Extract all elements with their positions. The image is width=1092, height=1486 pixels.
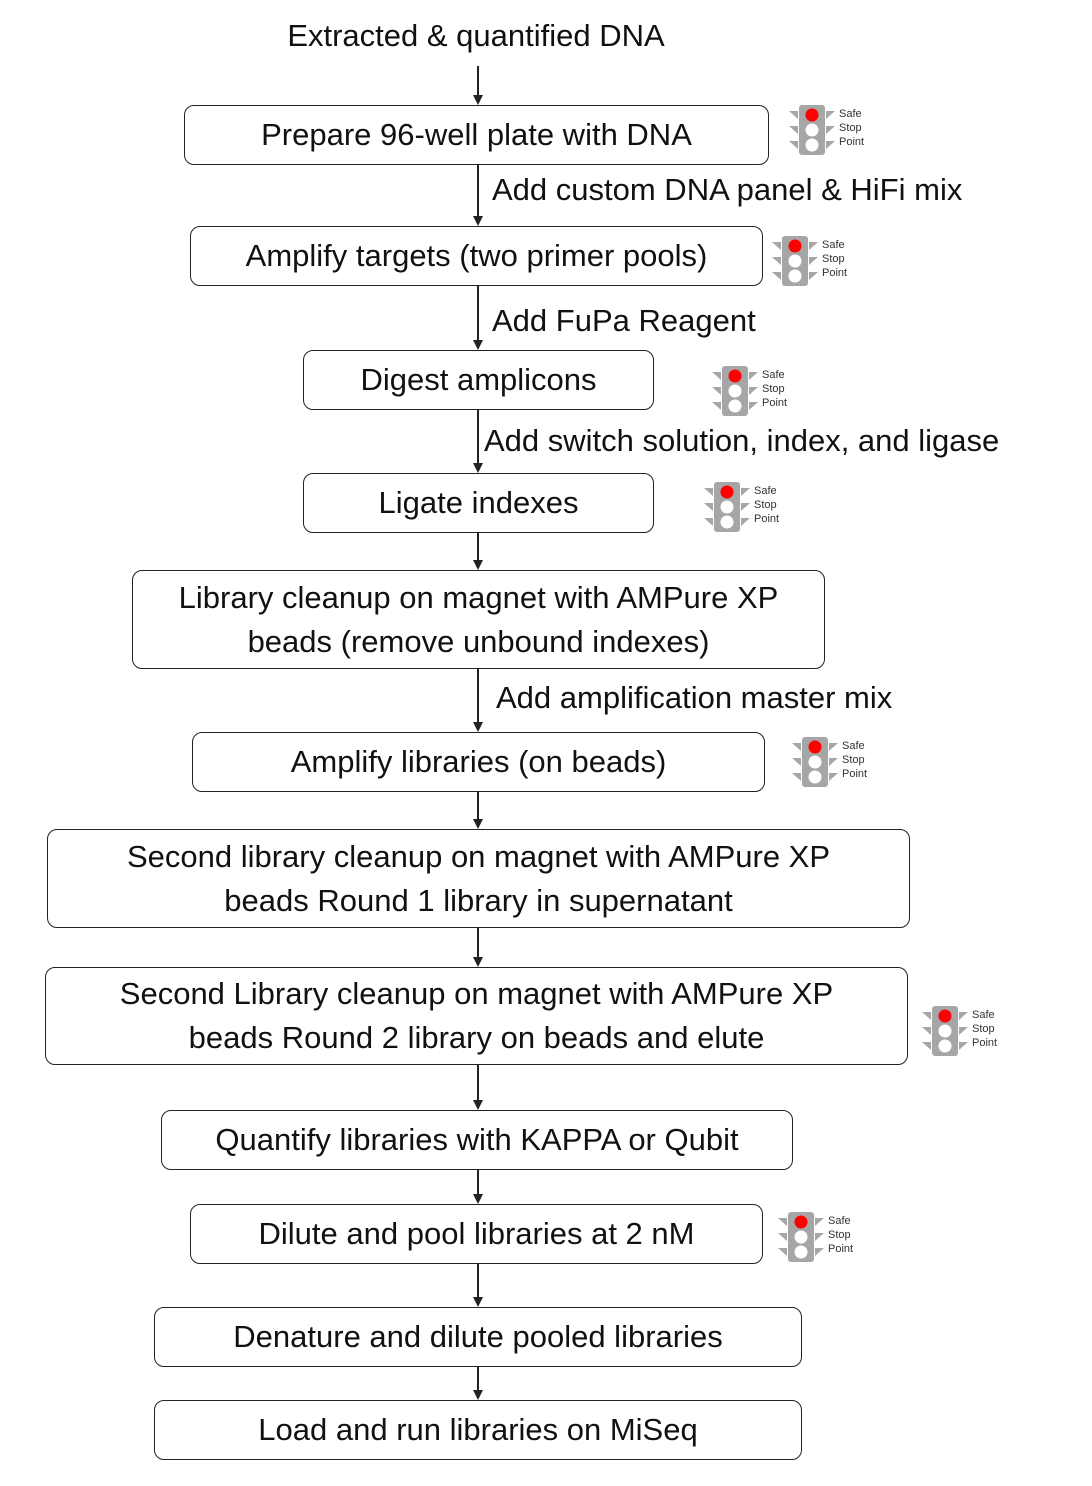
arrow-head — [473, 1194, 483, 1204]
step-box: Load and run libraries on MiSeq — [154, 1400, 802, 1460]
arrow-line — [477, 1367, 479, 1391]
arrow-line — [477, 669, 479, 723]
step-box: Second Library cleanup on magnet with AM… — [45, 967, 908, 1065]
safe-stop-text: Stop — [822, 253, 845, 265]
safe-stop-text: Safe — [972, 1009, 995, 1021]
safe-stop-text: Safe — [762, 369, 785, 381]
arrow-head — [473, 1390, 483, 1400]
traffic-light-icon — [704, 482, 750, 532]
safe-stop-text: Safe — [754, 485, 777, 497]
traffic-light-icon — [922, 1006, 968, 1056]
arrow-line — [477, 165, 479, 217]
safe-stop-text: Safe — [828, 1215, 851, 1227]
step-box: Amplify targets (two primer pools) — [190, 226, 763, 286]
reagent-label: Add FuPa Reagent — [492, 303, 756, 338]
safe-stop-text: Safe — [842, 740, 865, 752]
arrow-line — [477, 410, 479, 464]
step-box: Denature and dilute pooled libraries — [154, 1307, 802, 1367]
traffic-light-icon — [792, 737, 838, 787]
reagent-label: Add custom DNA panel & HiFi mix — [492, 172, 963, 207]
arrow-head — [473, 560, 483, 570]
arrow-line — [477, 928, 479, 958]
reagent-label: Add amplification master mix — [496, 680, 893, 715]
safe-stop-text: Stop — [762, 383, 785, 395]
arrow-line — [477, 792, 479, 820]
step-box: Ligate indexes — [303, 473, 654, 533]
safe-stop-text: Safe — [839, 108, 862, 120]
step-box: Prepare 96-well plate with DNA — [184, 105, 769, 165]
traffic-light-icon — [789, 105, 835, 155]
arrow-line — [477, 286, 479, 341]
arrow-head — [473, 95, 483, 105]
safe-stop-text: Point — [972, 1037, 998, 1049]
traffic-light-icon — [772, 236, 818, 286]
safe-stop-text: Stop — [839, 122, 862, 134]
safe-stop-text: Stop — [754, 499, 777, 511]
arrow-head — [473, 1297, 483, 1307]
arrow-line — [477, 1170, 479, 1195]
safe-stop-text: Point — [828, 1243, 854, 1255]
start-label: Extracted & quantified DNA — [287, 18, 665, 53]
safe-stop-text: Point — [762, 397, 788, 409]
arrow-head — [473, 722, 483, 732]
safe-stop-text: Point — [822, 267, 848, 279]
arrow-head — [473, 1100, 483, 1110]
arrow-line — [477, 66, 479, 96]
traffic-light-icon — [778, 1212, 824, 1262]
reagent-label: Add switch solution, index, and ligase — [484, 423, 1000, 458]
safe-stop-text: Point — [754, 513, 780, 525]
arrow-head — [473, 463, 483, 473]
arrow-head — [473, 340, 483, 350]
safe-stop-text: Point — [842, 768, 868, 780]
step-box: Amplify libraries (on beads) — [192, 732, 765, 792]
traffic-light-icon — [712, 366, 758, 416]
arrow-head — [473, 819, 483, 829]
safe-stop-text: Point — [839, 136, 865, 148]
safe-stop-text: Stop — [972, 1023, 995, 1035]
arrow-line — [477, 1065, 479, 1101]
arrow-line — [477, 533, 479, 561]
arrow-head — [473, 216, 483, 226]
step-box: Second library cleanup on magnet with AM… — [47, 829, 910, 928]
step-box: Digest amplicons — [303, 350, 654, 410]
safe-stop-text: Safe — [822, 239, 845, 251]
safe-stop-text: Stop — [828, 1229, 851, 1241]
step-box: Quantify libraries with KAPPA or Qubit — [161, 1110, 793, 1170]
step-box: Library cleanup on magnet with AMPure XP… — [132, 570, 825, 669]
step-box: Dilute and pool libraries at 2 nM — [190, 1204, 763, 1264]
arrow-head — [473, 957, 483, 967]
safe-stop-text: Stop — [842, 754, 865, 766]
arrow-line — [477, 1264, 479, 1298]
